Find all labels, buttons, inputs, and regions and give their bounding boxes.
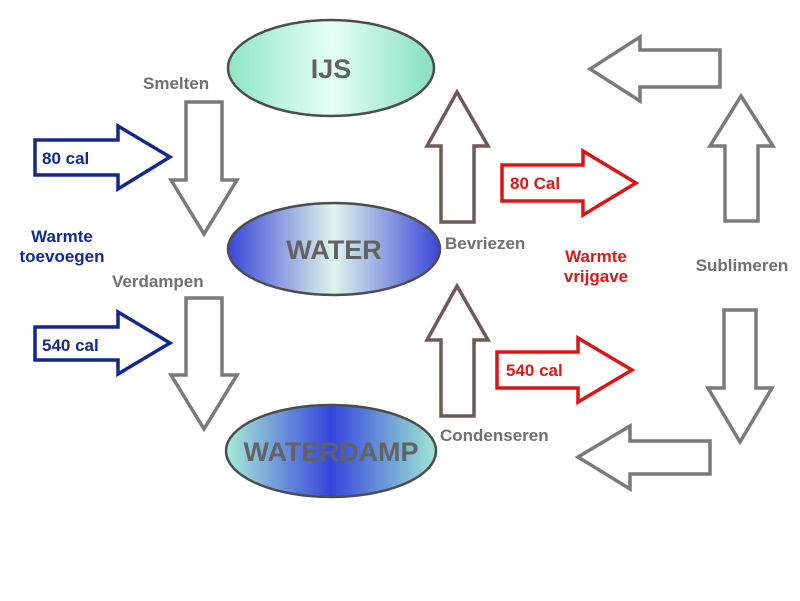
freezing-up-arrow [424,88,492,224]
evaporating-label: Verdampen [112,272,204,291]
ice-label: IJS [311,54,352,84]
right-up-arrow [706,92,777,223]
heat-out-condensing-value: 540 cal [506,361,563,380]
vapor-label: WATERDAMP [244,437,419,467]
heat-out-condensing-arrow: 540 cal [495,334,636,406]
state-vapor: WATERDAMP [224,403,438,499]
condensing-label: Condenseren [440,426,549,445]
melting-down-arrow [167,100,241,238]
heat-out-freezing-arrow: 80 Cal [500,147,640,219]
water-ellipse [226,201,442,297]
water-label: WATER [286,235,382,265]
bottom-left-arrow [574,422,712,493]
heat-in-melting-value: 80 cal [42,149,89,168]
evaporating-down-arrow [167,296,241,433]
heat-in-title-line1: Warmte [31,227,93,246]
melting-label: Smelten [143,74,209,93]
heat-in-melting-arrow: 80 cal [33,122,174,193]
heat-out-title-line2: vrijgave [564,267,628,286]
heat-in-evaporating-arrow: 540 cal [33,308,174,378]
heat-out-freezing-value: 80 Cal [510,174,560,193]
state-ice: IJS [226,18,436,118]
heat-in-evaporating-value: 540 cal [42,336,99,355]
freezing-label: Bevriezen [445,234,525,253]
vapor-ellipse [224,403,438,499]
ice-ellipse [226,18,436,118]
sublimating-label: Sublimeren [696,256,789,275]
state-water: WATER [226,201,442,297]
top-left-arrow [586,33,722,105]
right-down-arrow [704,308,776,446]
condensing-up-arrow [424,282,492,418]
heat-out-title-line1: Warmte [565,247,627,266]
heat-in-title-line2: toevoegen [19,247,104,266]
